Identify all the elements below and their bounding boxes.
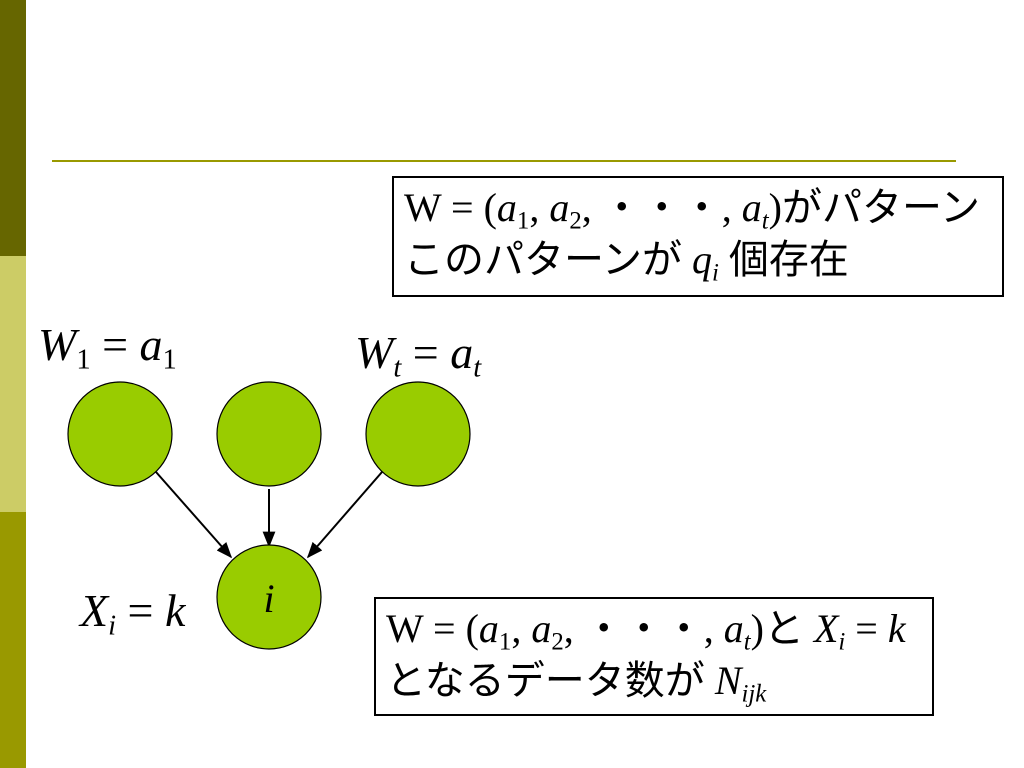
pattern-q: q — [692, 237, 712, 282]
count-a1: a — [478, 606, 499, 651]
parent-node-t — [365, 381, 471, 487]
pattern-lparen: ( — [483, 185, 497, 230]
xi-equals: = — [127, 585, 154, 636]
pattern-at: a — [741, 185, 762, 230]
sidebar-accent-top — [0, 0, 26, 256]
parent-node-2 — [216, 381, 322, 487]
count-and: と — [763, 606, 804, 652]
title-divider — [52, 160, 956, 162]
count-comma-3: , — [703, 606, 714, 651]
pattern-line-2: このパターンが qi 個存在 — [404, 234, 992, 286]
count-rparen: ) — [750, 606, 764, 651]
count-n-sub: ijk — [741, 680, 767, 708]
count-k: k — [887, 606, 906, 651]
w1-subscript: 1 — [76, 344, 91, 376]
count-prefix: となるデータ数が — [386, 658, 705, 704]
pattern-suffix: がパターン — [781, 185, 980, 231]
xi-value: k — [165, 585, 186, 636]
w1-equals: = — [102, 319, 129, 370]
pattern-a1: a — [496, 185, 517, 230]
child-node-i — [216, 544, 322, 650]
pattern-count-prefix: このパターンが — [404, 237, 682, 283]
count-a1-sub: 1 — [498, 628, 512, 656]
parent-node-1 — [67, 381, 173, 487]
pattern-q-sub: i — [712, 259, 719, 287]
edge-parent1-to-child — [155, 471, 233, 559]
pattern-w: W — [404, 185, 442, 230]
count-a2-sub: 2 — [551, 628, 564, 656]
count-n: N — [714, 658, 742, 703]
count-lparen: ( — [465, 606, 479, 651]
xi-subscript: i — [108, 610, 117, 642]
edge-parent3-to-child — [306, 471, 383, 559]
count-x-equals: = — [855, 606, 878, 651]
wt-value-subscript: t — [473, 352, 482, 384]
count-comma-2: , — [563, 606, 574, 651]
count-line-1: W = (a1, a2, ・・・, at)と Xi = k — [386, 603, 922, 655]
wt-symbol: W — [355, 327, 394, 378]
sidebar-accent-bottom — [0, 512, 26, 768]
pattern-comma-1: , — [529, 185, 540, 230]
data-count-box: W = (a1, a2, ・・・, at)と Xi = k となるデータ数が N… — [374, 597, 934, 716]
pattern-ellipsis: ・・・ — [601, 185, 722, 231]
parent-1-assignment-label: W1 = a1 — [38, 319, 177, 375]
count-a2: a — [531, 606, 552, 651]
sidebar-accent-middle — [0, 256, 26, 512]
count-x: X — [813, 606, 839, 651]
count-at: a — [723, 606, 744, 651]
pattern-line-1: W = (a1, a2, ・・・, at)がパターン — [404, 182, 992, 234]
pattern-at-sub: t — [761, 207, 769, 235]
count-w: W — [386, 606, 424, 651]
wt-equals: = — [412, 327, 439, 378]
xi-symbol: X — [80, 585, 109, 636]
pattern-rparen: ) — [768, 185, 782, 230]
count-ellipsis: ・・・ — [583, 606, 704, 652]
count-comma-1: , — [511, 606, 522, 651]
child-node-label: i — [263, 576, 274, 621]
wt-value: a — [450, 327, 474, 378]
w1-value-subscript: 1 — [162, 344, 177, 376]
wt-subscript: t — [393, 352, 402, 384]
w1-value: a — [139, 319, 163, 370]
pattern-a2: a — [549, 185, 570, 230]
pattern-comma-2: , — [581, 185, 592, 230]
child-assignment-label: Xi = k — [80, 585, 186, 641]
parent-t-assignment-label: Wt = at — [355, 327, 481, 383]
pattern-comma-3: , — [721, 185, 732, 230]
pattern-a1-sub: 1 — [516, 207, 530, 235]
count-equals: = — [433, 606, 456, 651]
pattern-a2-sub: 2 — [569, 207, 582, 235]
pattern-count-suffix: 個存在 — [728, 237, 849, 283]
pattern-equals: = — [451, 185, 474, 230]
count-line-2: となるデータ数が Nijk — [386, 655, 922, 707]
w1-symbol: W — [38, 319, 77, 370]
count-at-sub: t — [743, 628, 751, 656]
count-x-sub: i — [838, 628, 846, 656]
pattern-definition-box: W = (a1, a2, ・・・, at)がパターン このパターンが qi 個存… — [392, 176, 1004, 297]
